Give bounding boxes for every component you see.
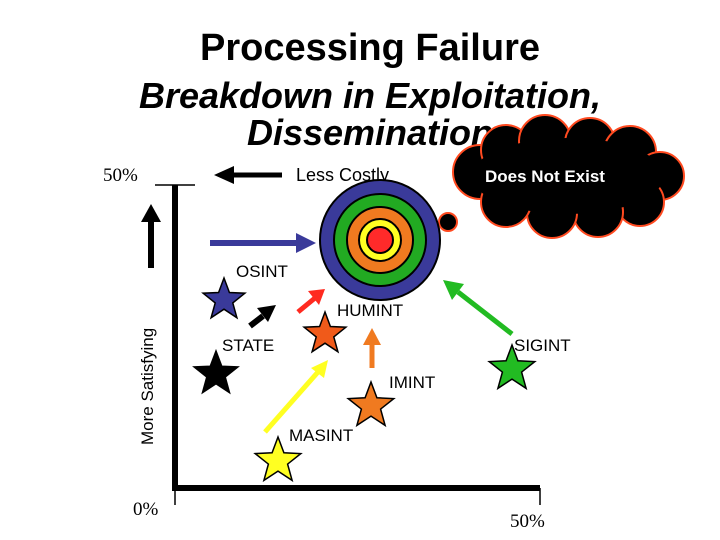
y-axis-top-label: 50% bbox=[103, 165, 138, 186]
humint-star bbox=[302, 309, 348, 354]
osint-label: OSINT bbox=[236, 262, 288, 281]
imint-label: IMINT bbox=[389, 373, 435, 392]
humint-label: HUMINT bbox=[337, 301, 403, 320]
cloud-label: Does Not Exist bbox=[485, 167, 605, 186]
less-costly-label: Less Costly bbox=[296, 165, 389, 185]
osint-star bbox=[201, 275, 247, 320]
state-arrow bbox=[248, 305, 276, 329]
sigint-star bbox=[487, 342, 537, 391]
state-star bbox=[192, 348, 240, 395]
target-center bbox=[366, 226, 394, 254]
state-label: STATE bbox=[222, 336, 274, 355]
subtitle-line-2: Dissemination bbox=[247, 112, 493, 153]
left-arrow bbox=[214, 166, 282, 184]
source-stars bbox=[192, 275, 537, 483]
y-axis-label: More Satisfying bbox=[138, 328, 157, 445]
humint-arrow bbox=[296, 289, 325, 314]
masint-arrow bbox=[263, 360, 328, 434]
x-axis-right-label: 50% bbox=[510, 511, 545, 532]
target-bullseye bbox=[319, 179, 441, 301]
masint-label: MASINT bbox=[289, 426, 353, 445]
sigint-label: SIGINT bbox=[514, 336, 571, 355]
chart-axes bbox=[155, 184, 541, 505]
does-not-exist-cloud bbox=[406, 114, 685, 239]
y-axis-bottom-label: 0% bbox=[133, 499, 159, 520]
masint-star bbox=[253, 434, 303, 483]
sigint-arrow bbox=[443, 280, 514, 336]
imint-star bbox=[346, 379, 396, 428]
imint-arrow bbox=[363, 328, 381, 368]
subtitle-line-1: Breakdown in Exploitation, bbox=[139, 75, 601, 116]
page-title: Processing Failure bbox=[200, 27, 540, 69]
osint-arrow bbox=[210, 233, 316, 253]
up-arrow bbox=[141, 204, 161, 268]
